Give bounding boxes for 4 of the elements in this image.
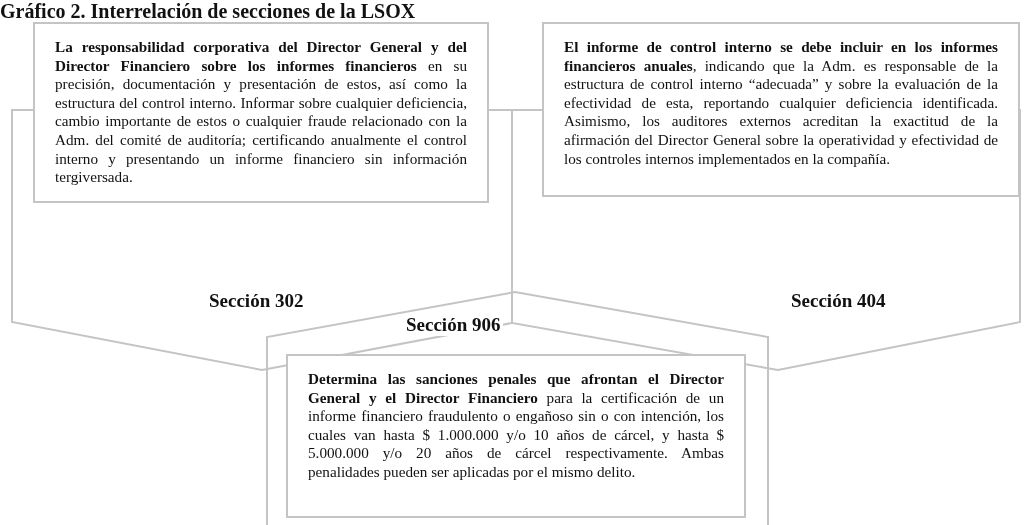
text-box: La responsabilidad corporativa del Director General y del Director Financiero sobre los informes financieros en su precisión, documentación y presentación de estos, así como la estructura del control interno. Informar sobre cualquier deficiencia, cambio importante de estos o cualquier fraude relacionado con la Adm. del comité de auditoría; certificando anualmente el control interno y presentando un informe financiero sin información tergiversada. [33,22,489,203]
diagram-title: Gráfico 2. Interrelación de secciones de la LSOX [0,0,416,22]
text-box: El informe de control interno se debe incluir en los informes financieros anuales, indicando que la Adm. es responsable de la estructura de control interno “adecuada” y sobre la evaluación de la efectividad de esta, reportando cualquier deficiencia identificada. Asimismo, los auditores externos acreditan la exactitud de la afirmación del Director General sobre la operatividad y efectividad de los controles internos implementados en la compañía. [542,22,1020,197]
text-box: Determina las sanciones penales que afrontan el Director General y el Director Financiero para la certificación de un informe financiero fraudulento o engañoso sin o con intención, los cuales van hasta $ 1.000.000 y/o 10 años de cárcel, y hasta $ 5.000.000 y/o 20 años de cárcel respectivamente. Ambas penalidades pueden ser aplicadas por el mismo delito. [286,354,746,518]
